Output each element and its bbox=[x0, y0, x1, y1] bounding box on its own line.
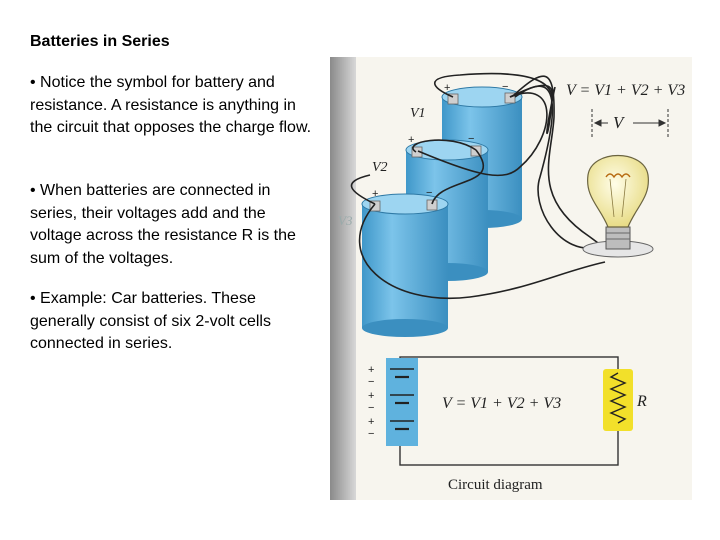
battery-label-v3: V3 bbox=[338, 213, 353, 228]
pictorial-wires bbox=[350, 72, 607, 299]
battery-symbol-stack bbox=[390, 368, 414, 431]
light-bulb bbox=[582, 155, 654, 258]
series-batteries-figure: V = V1 + V2 + V3 V V1 V2 V3 + − + − + − … bbox=[330, 57, 692, 500]
page-edge-shadow bbox=[330, 57, 356, 500]
terminal-plus-2: + bbox=[408, 134, 414, 146]
figure-caption: Circuit diagram bbox=[448, 477, 543, 493]
terminal-minus-3: − bbox=[426, 187, 432, 199]
resistor-highlight bbox=[603, 369, 633, 431]
battery-label-v1: V1 bbox=[410, 106, 426, 121]
voltage-label: V bbox=[613, 113, 626, 132]
schematic-minus-1: − bbox=[368, 376, 374, 388]
battery-label-v2: V2 bbox=[372, 160, 388, 175]
schematic-plus-2: + bbox=[368, 390, 374, 402]
schematic-plus-1: + bbox=[368, 364, 374, 376]
circuit-equation: V = V1 + V2 + V3 bbox=[442, 395, 561, 412]
top-equation: V = V1 + V2 + V3 bbox=[566, 82, 685, 99]
schematic-minus-3: − bbox=[368, 428, 374, 440]
voltage-arrow bbox=[591, 109, 669, 139]
resistor-symbol bbox=[609, 372, 627, 424]
slide-title: Batteries in Series bbox=[30, 33, 170, 50]
bullet-series-voltage: • When batteries are connected in series… bbox=[30, 182, 296, 267]
schematic-minus-2: − bbox=[368, 402, 374, 414]
terminal-plus-3: + bbox=[372, 188, 378, 200]
bullet-battery-symbol: • Notice the symbol for battery and resi… bbox=[30, 74, 312, 136]
schematic-plus-3: + bbox=[368, 416, 374, 428]
terminal-minus-1: − bbox=[502, 81, 508, 93]
terminal-minus-2: − bbox=[468, 133, 474, 145]
terminal-plus-1: + bbox=[444, 82, 450, 94]
bullet-car-batteries: • Example: Car batteries. These generall… bbox=[30, 290, 271, 352]
battery-v3 bbox=[361, 193, 449, 337]
resistor-label: R bbox=[636, 393, 647, 410]
